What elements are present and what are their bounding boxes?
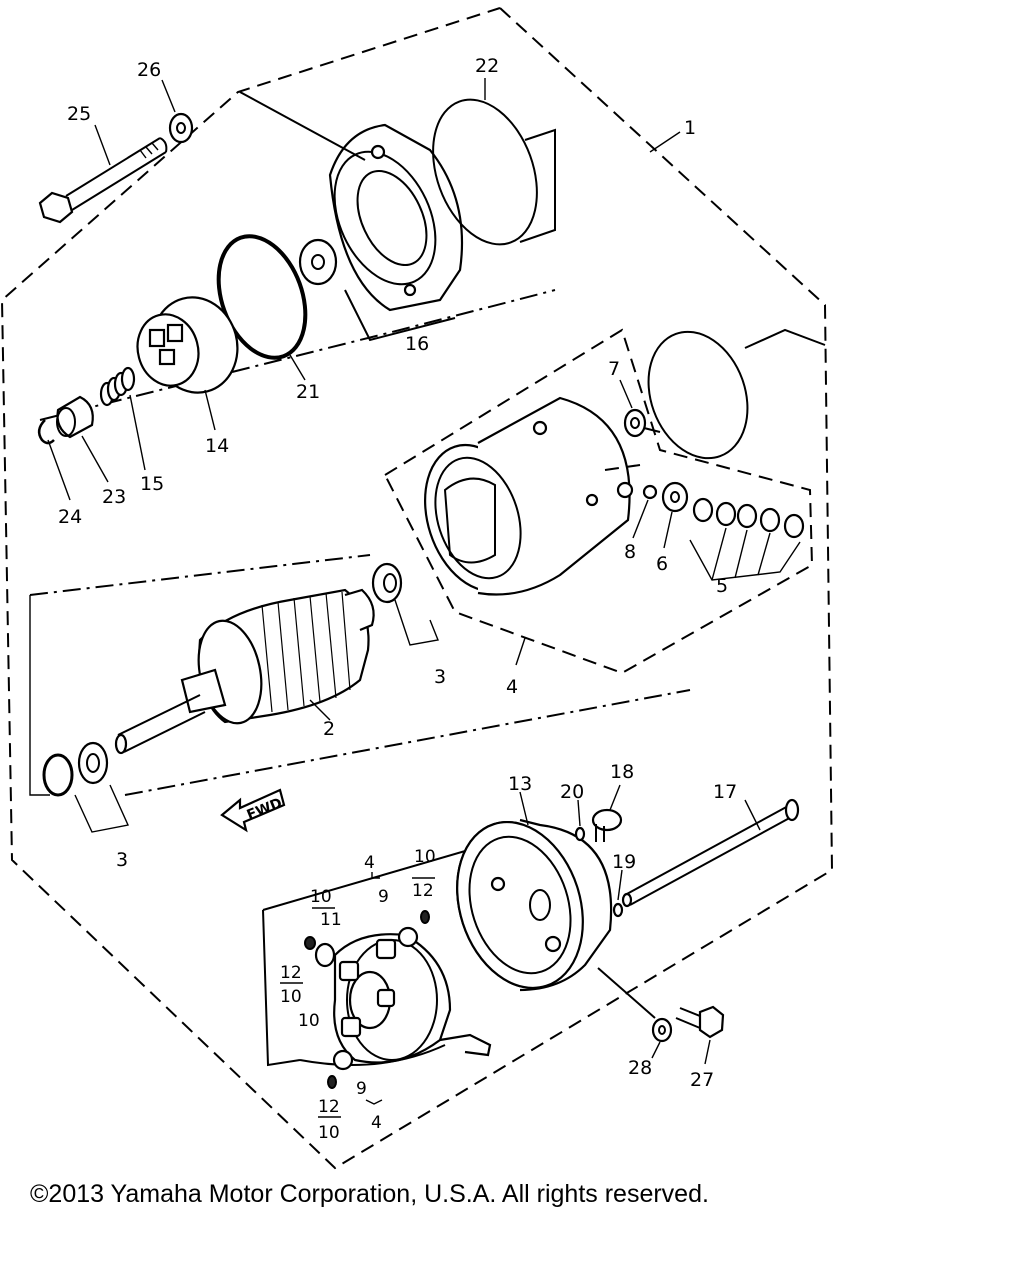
armature-bracket xyxy=(29,595,50,796)
clutch-part-14 xyxy=(136,296,239,394)
callout-9-top: 9 xyxy=(378,887,389,907)
callout-22: 22 xyxy=(475,55,499,77)
armature-group-line xyxy=(29,554,371,596)
callout-12-top: 12 xyxy=(412,881,434,901)
washer-set-part-5 xyxy=(689,497,805,581)
washer-part-28 xyxy=(651,1017,673,1043)
callout-23: 23 xyxy=(102,486,126,508)
spring-part-12-top xyxy=(420,910,430,924)
callout-10-left-top: 10 xyxy=(310,887,332,907)
rear-group-boundary-2 xyxy=(262,909,301,1067)
callout-25: 25 xyxy=(67,103,91,125)
callout-24: 24 xyxy=(58,506,82,528)
fwd-arrow-marker: FWD xyxy=(220,788,286,833)
leader-lines xyxy=(47,78,761,1065)
yoke-boundary xyxy=(384,328,814,675)
callout-21: 21 xyxy=(296,381,320,403)
bolt-part-25 xyxy=(38,137,168,224)
through-bolt-part-17 xyxy=(621,798,800,908)
washer-part-26 xyxy=(168,112,194,144)
callout-20: 20 xyxy=(560,781,584,803)
callout-26: 26 xyxy=(137,59,161,81)
front-cover-part-16 xyxy=(239,91,464,312)
gasket-part-22 xyxy=(432,98,556,246)
washer-part-3-right xyxy=(371,562,439,646)
washer-part-6 xyxy=(661,481,689,513)
callout-2: 2 xyxy=(323,718,335,740)
seal-washer xyxy=(298,238,338,286)
circlip-part-24 xyxy=(37,419,55,445)
armature-group-line-2 xyxy=(124,689,691,796)
brush-part-11 xyxy=(314,942,336,968)
callout-10-bottom: 10 xyxy=(318,1123,340,1143)
front-cover-group-line xyxy=(39,289,556,421)
yoke-bracket xyxy=(604,464,641,471)
copyright-notice: ©2013 Yamaha Motor Corporation, U.S.A. A… xyxy=(30,1180,709,1208)
armature-part-2 xyxy=(114,588,375,755)
callout-1: 1 xyxy=(684,117,696,139)
o-ring-part-19 xyxy=(612,902,624,918)
bracket-4-bottom xyxy=(365,1099,383,1105)
washer-part-3-left xyxy=(42,741,130,833)
o-ring-part-20 xyxy=(574,826,586,842)
callout-9-bottom: 9 xyxy=(356,1079,367,1099)
callout-13: 13 xyxy=(508,773,532,795)
callout-16: 16 xyxy=(405,333,429,355)
callout-19: 19 xyxy=(612,851,636,873)
starter-motor-exploded-diagram: FWD xyxy=(0,7,834,1170)
callout-11: 11 xyxy=(320,910,342,930)
callout-3-left: 3 xyxy=(116,849,128,871)
bolt-part-27 xyxy=(597,967,725,1039)
spring-part-15 xyxy=(99,366,136,407)
callout-18: 18 xyxy=(610,761,634,783)
spring-part-12-bottom xyxy=(327,1075,337,1089)
callout-12-left: 12 xyxy=(280,963,302,983)
stopper-part-23 xyxy=(56,395,94,439)
callout-10-mid: 10 xyxy=(298,1011,320,1031)
rear-cover-part-13 xyxy=(456,818,613,992)
leader-16 xyxy=(344,289,456,342)
assembly-boundary xyxy=(0,7,834,1170)
callout-15: 15 xyxy=(140,473,164,495)
screw-part-18 xyxy=(591,808,623,842)
callout-10-left: 10 xyxy=(280,987,302,1007)
callout-3-right: 3 xyxy=(434,666,446,688)
callout-12-bottom: 12 xyxy=(318,1097,340,1117)
callout-4-yoke: 4 xyxy=(506,676,518,698)
bushing-part-7 xyxy=(623,408,661,438)
o-ring-part-21 xyxy=(216,234,308,360)
callout-4-bottom: 4 xyxy=(371,1113,382,1133)
callout-17: 17 xyxy=(713,781,737,803)
callout-8: 8 xyxy=(624,541,636,563)
bracket-4-top xyxy=(371,872,380,879)
callout-10-top: 10 xyxy=(414,847,436,867)
callout-7: 7 xyxy=(608,358,620,380)
callout-6: 6 xyxy=(656,553,668,575)
brush-part-9-bottom xyxy=(332,1049,354,1071)
callout-14: 14 xyxy=(205,435,229,457)
callout-27: 27 xyxy=(690,1069,714,1091)
callout-4-top: 4 xyxy=(364,853,375,873)
yoke-gasket xyxy=(647,328,826,460)
callout-5: 5 xyxy=(716,575,728,597)
brush-part-9-top xyxy=(397,926,419,948)
o-ring-part-8 xyxy=(642,484,658,500)
spring-part-12-left xyxy=(304,936,316,950)
callout-28: 28 xyxy=(628,1057,652,1079)
yoke-part-4 xyxy=(423,396,634,596)
brush-holder-assembly xyxy=(299,933,492,1066)
